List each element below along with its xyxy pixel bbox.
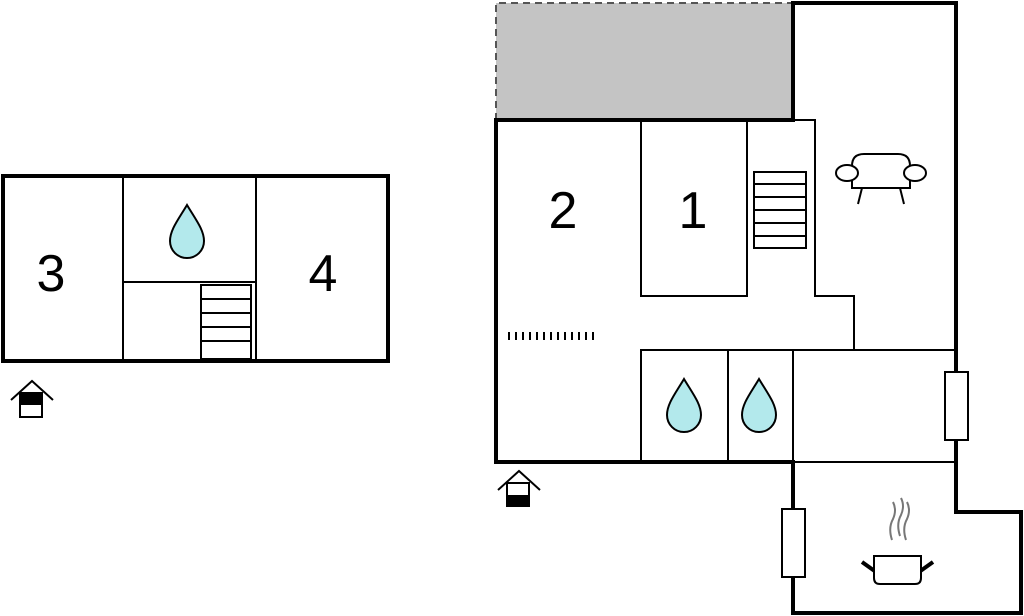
water-drop-icon — [740, 377, 778, 433]
room-label-2: 2 — [549, 182, 578, 240]
room-1-walls — [640, 119, 748, 297]
room-label-4: 4 — [309, 245, 338, 303]
entrance-house-icon — [10, 379, 54, 418]
stairs-icon — [200, 284, 252, 360]
room-label-3: 3 — [37, 245, 66, 303]
entrance-house-icon — [497, 469, 541, 507]
water-drop-icon — [168, 203, 206, 259]
left-floor-outline — [1, 174, 390, 363]
right-floor: 2 1 — [494, 1, 1023, 615]
sofa-icon — [835, 153, 927, 205]
water-drop-icon — [665, 377, 703, 433]
cooking-pot-icon — [860, 497, 935, 585]
room-label-1: 1 — [679, 182, 708, 240]
stairs-icon — [753, 171, 807, 249]
left-floor: 3 4 — [1, 174, 390, 418]
terrace-dashed-edge — [495, 2, 793, 120]
bathroom-b-walls — [727, 349, 794, 463]
terrace-area — [496, 3, 793, 120]
radiator-icon — [944, 371, 969, 441]
radiator-icon — [781, 508, 806, 578]
